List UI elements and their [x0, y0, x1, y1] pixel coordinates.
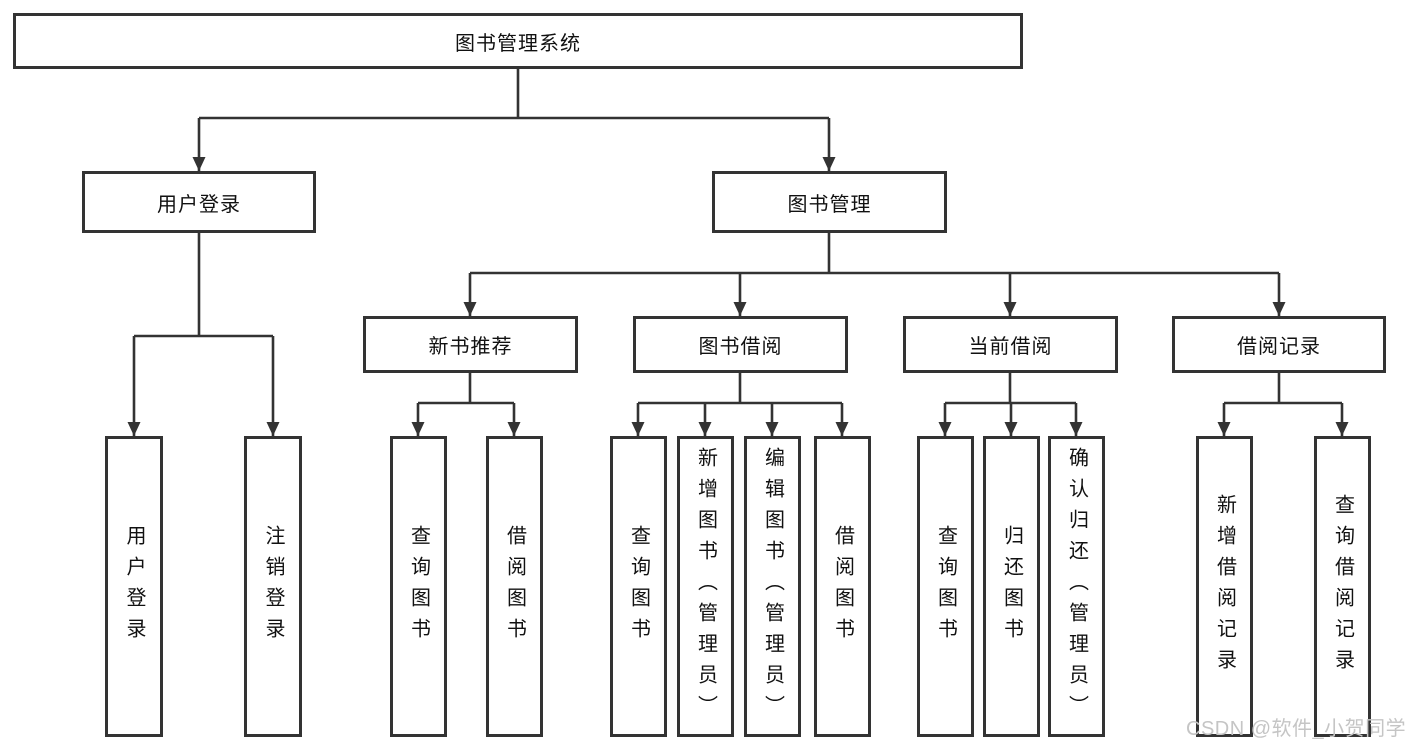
leaf-query-book-recommend: 查询图书 — [390, 436, 447, 737]
leaf-edit-book-admin: 编辑图书（管理员） — [744, 436, 801, 737]
node-book-borrowing: 图书借阅 — [633, 316, 848, 373]
leaf-add-borrow-record: 新增借阅记录 — [1196, 436, 1253, 737]
node-borrowing-records: 借阅记录 — [1172, 316, 1386, 373]
leaf-borrow-book-recommend: 借阅图书 — [486, 436, 543, 737]
leaf-confirm-return-admin: 确认归还（管理员） — [1048, 436, 1105, 737]
leaf-user-login: 用户登录 — [105, 436, 163, 737]
node-root-system: 图书管理系统 — [13, 13, 1023, 69]
node-new-book-recommend: 新书推荐 — [363, 316, 578, 373]
leaf-borrow-book: 借阅图书 — [814, 436, 871, 737]
leaf-logout: 注销登录 — [244, 436, 302, 737]
leaf-return-book: 归还图书 — [983, 436, 1040, 737]
leaf-query-book-borrowing: 查询图书 — [610, 436, 667, 737]
node-book-management: 图书管理 — [712, 171, 947, 233]
leaf-query-book-current: 查询图书 — [917, 436, 974, 737]
leaf-add-book-admin: 新增图书（管理员） — [677, 436, 734, 737]
node-current-borrowing: 当前借阅 — [903, 316, 1118, 373]
node-user-login: 用户登录 — [82, 171, 316, 233]
csdn-watermark: CSDN @软件_小贺同学 — [1186, 718, 1405, 740]
leaf-query-borrow-record: 查询借阅记录 — [1314, 436, 1371, 737]
